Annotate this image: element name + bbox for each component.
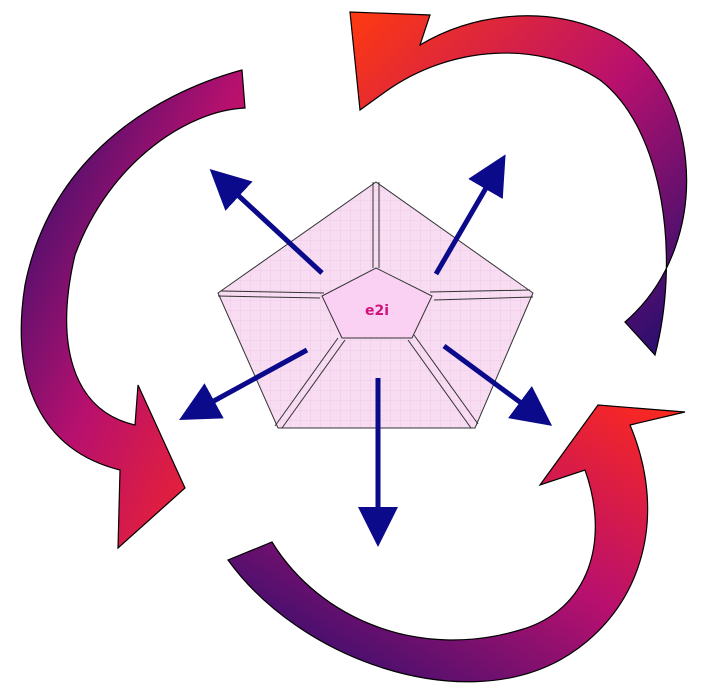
center-label: e2i (365, 303, 389, 319)
cycle-arrow-left (21, 70, 245, 548)
cycle-arrow-bottom (228, 405, 685, 682)
